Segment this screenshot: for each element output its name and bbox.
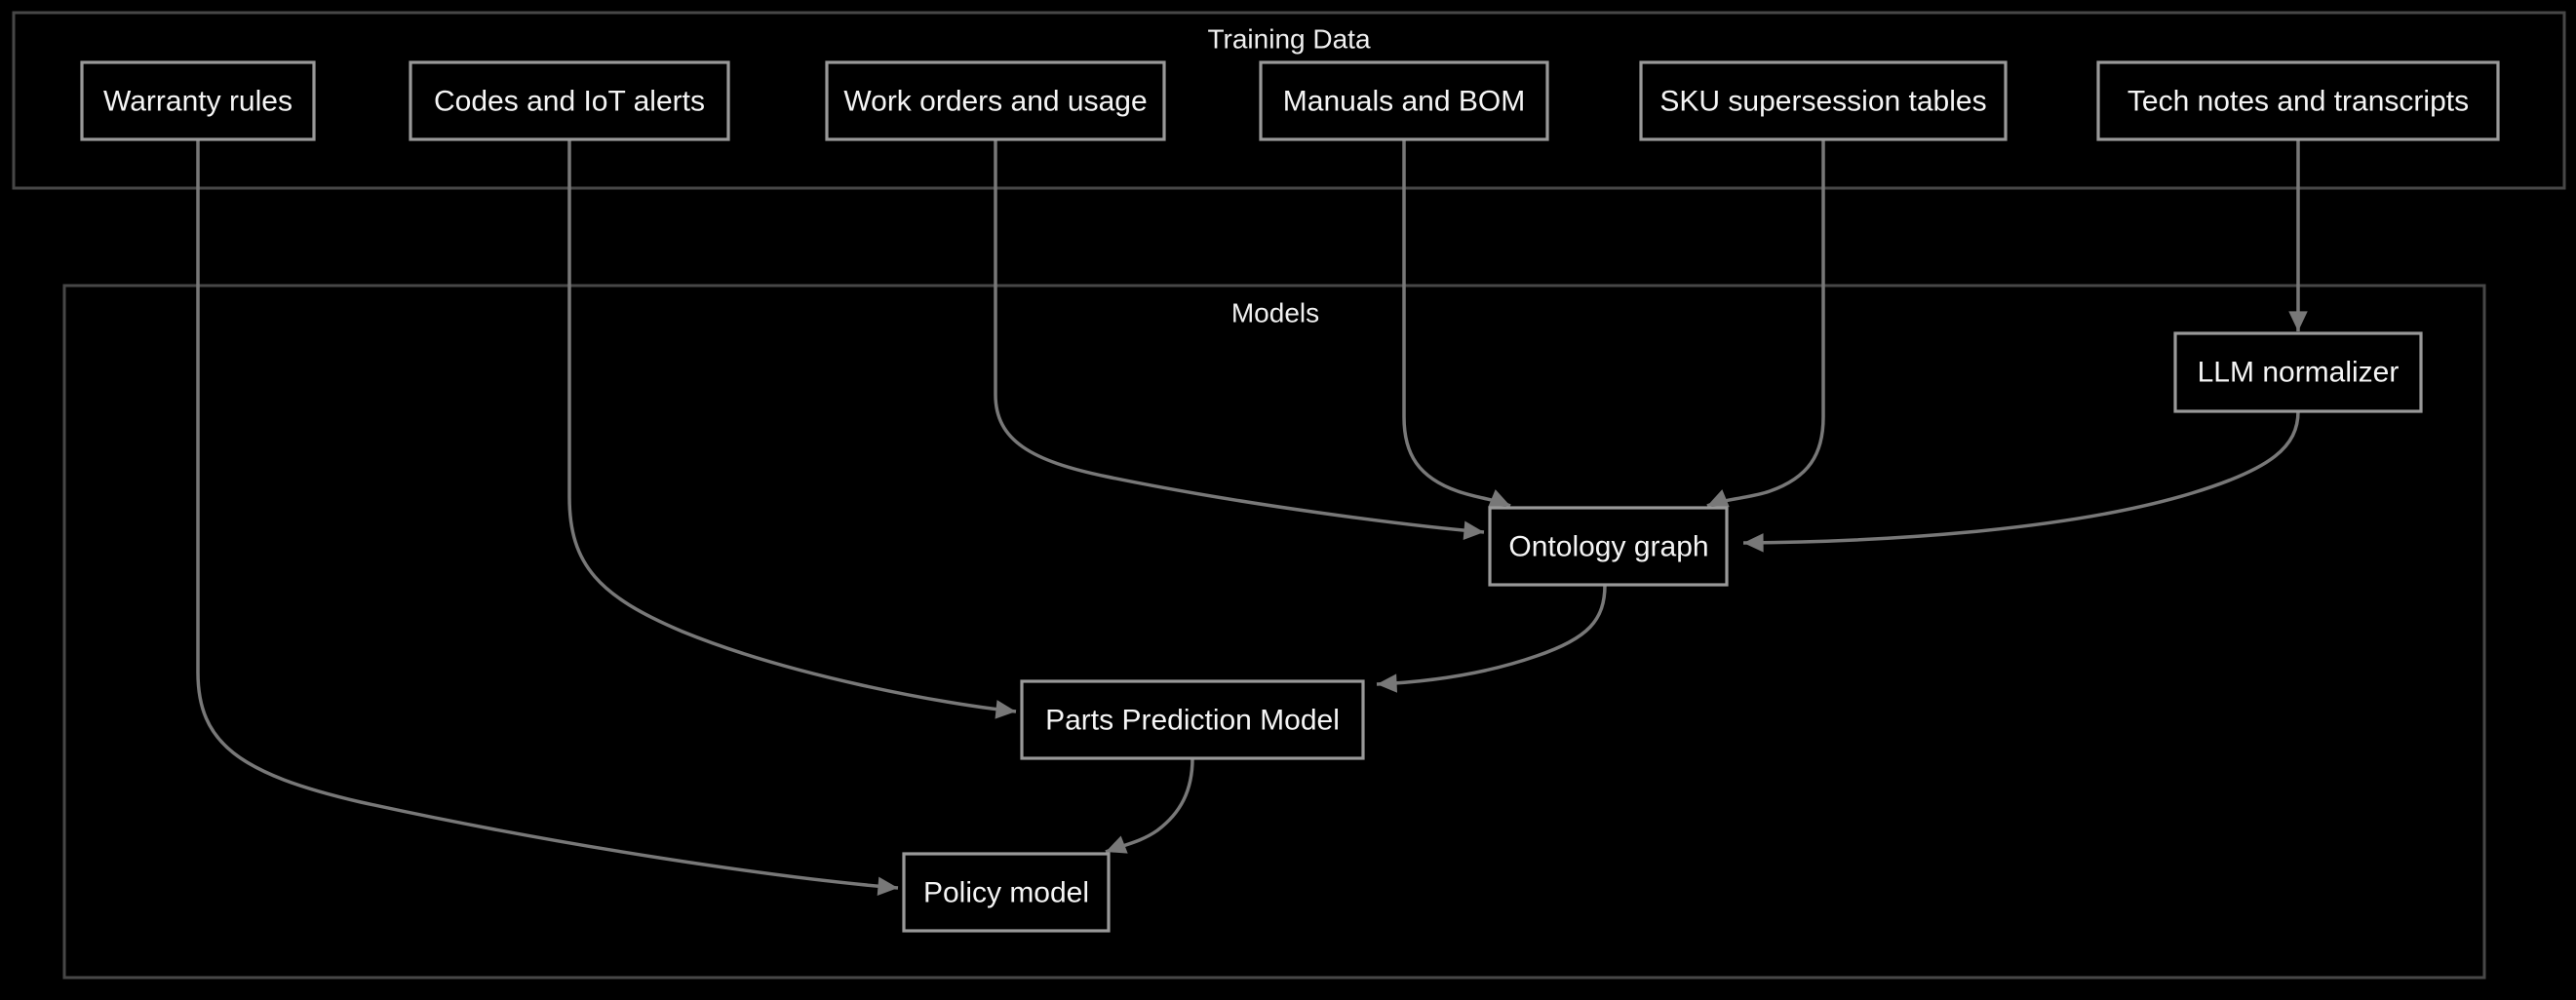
models-cluster-label: Models [1231,298,1319,328]
node-parts-prediction-model: Parts Prediction Model [1020,679,1365,760]
cluster-models: Models [62,284,2486,980]
sku-supersession-tables-label: SKU supersession tables [1659,86,1986,118]
llm-normalizer-box [2173,331,2423,413]
manuals-bom-box [1259,60,1549,141]
edge-manuals-bom-to-ontology-graph [1402,139,1511,508]
warranty-rules-box [80,60,316,141]
training-data-cluster-label: Training Data [1207,24,1370,55]
manuals-bom-label: Manuals and BOM [1283,86,1525,118]
edge-sku-supersession-tables-to-ontology-graph [1706,139,1825,508]
policy-model-label: Policy model [923,877,1089,909]
edge-warranty-rules-to-policy-model [196,139,899,897]
sku-supersession-tables-box [1639,60,2008,141]
node-llm-normalizer: LLM normalizer [2173,331,2423,413]
training-data-cluster-box [12,11,2566,190]
node-sku-supersession-tables: SKU supersession tables [1639,60,2008,141]
work-orders-usage-box [825,60,1166,141]
ontology-graph-box [1488,506,1729,587]
codes-iot-alerts-label: Codes and IoT alerts [434,86,705,118]
node-manuals-bom: Manuals and BOM [1259,60,1549,141]
tech-notes-transcripts-label: Tech notes and transcripts [2127,86,2469,118]
warranty-rules-label: Warranty rules [103,86,293,118]
edge-llm-normalizer-to-ontology-graph [1742,410,2300,553]
node-warranty-rules: Warranty rules [80,60,316,141]
edge-codes-iot-alerts-to-parts-prediction-model [567,139,1017,719]
models-cluster-box [62,284,2486,980]
node-codes-iot-alerts: Codes and IoT alerts [409,60,730,141]
edge-parts-prediction-model-to-policy-model [1105,757,1194,854]
edge-work-orders-usage-to-ontology-graph [994,139,1485,540]
work-orders-usage-label: Work orders and usage [843,86,1147,118]
policy-model-box [902,852,1111,933]
parts-prediction-model-label: Parts Prediction Model [1045,705,1340,737]
node-work-orders-usage: Work orders and usage [825,60,1166,141]
node-policy-model: Policy model [902,852,1111,933]
llm-normalizer-label: LLM normalizer [2198,357,2400,389]
codes-iot-alerts-box [409,60,730,141]
ontology-graph-label: Ontology graph [1508,531,1708,563]
node-ontology-graph: Ontology graph [1488,506,1729,587]
cluster-training-data: Training Data [12,11,2566,190]
edge-ontology-graph-to-parts-prediction-model [1376,584,1607,693]
node-tech-notes-transcripts: Tech notes and transcripts [2096,60,2500,141]
tech-notes-transcripts-box [2096,60,2500,141]
parts-prediction-model-box [1020,679,1365,760]
